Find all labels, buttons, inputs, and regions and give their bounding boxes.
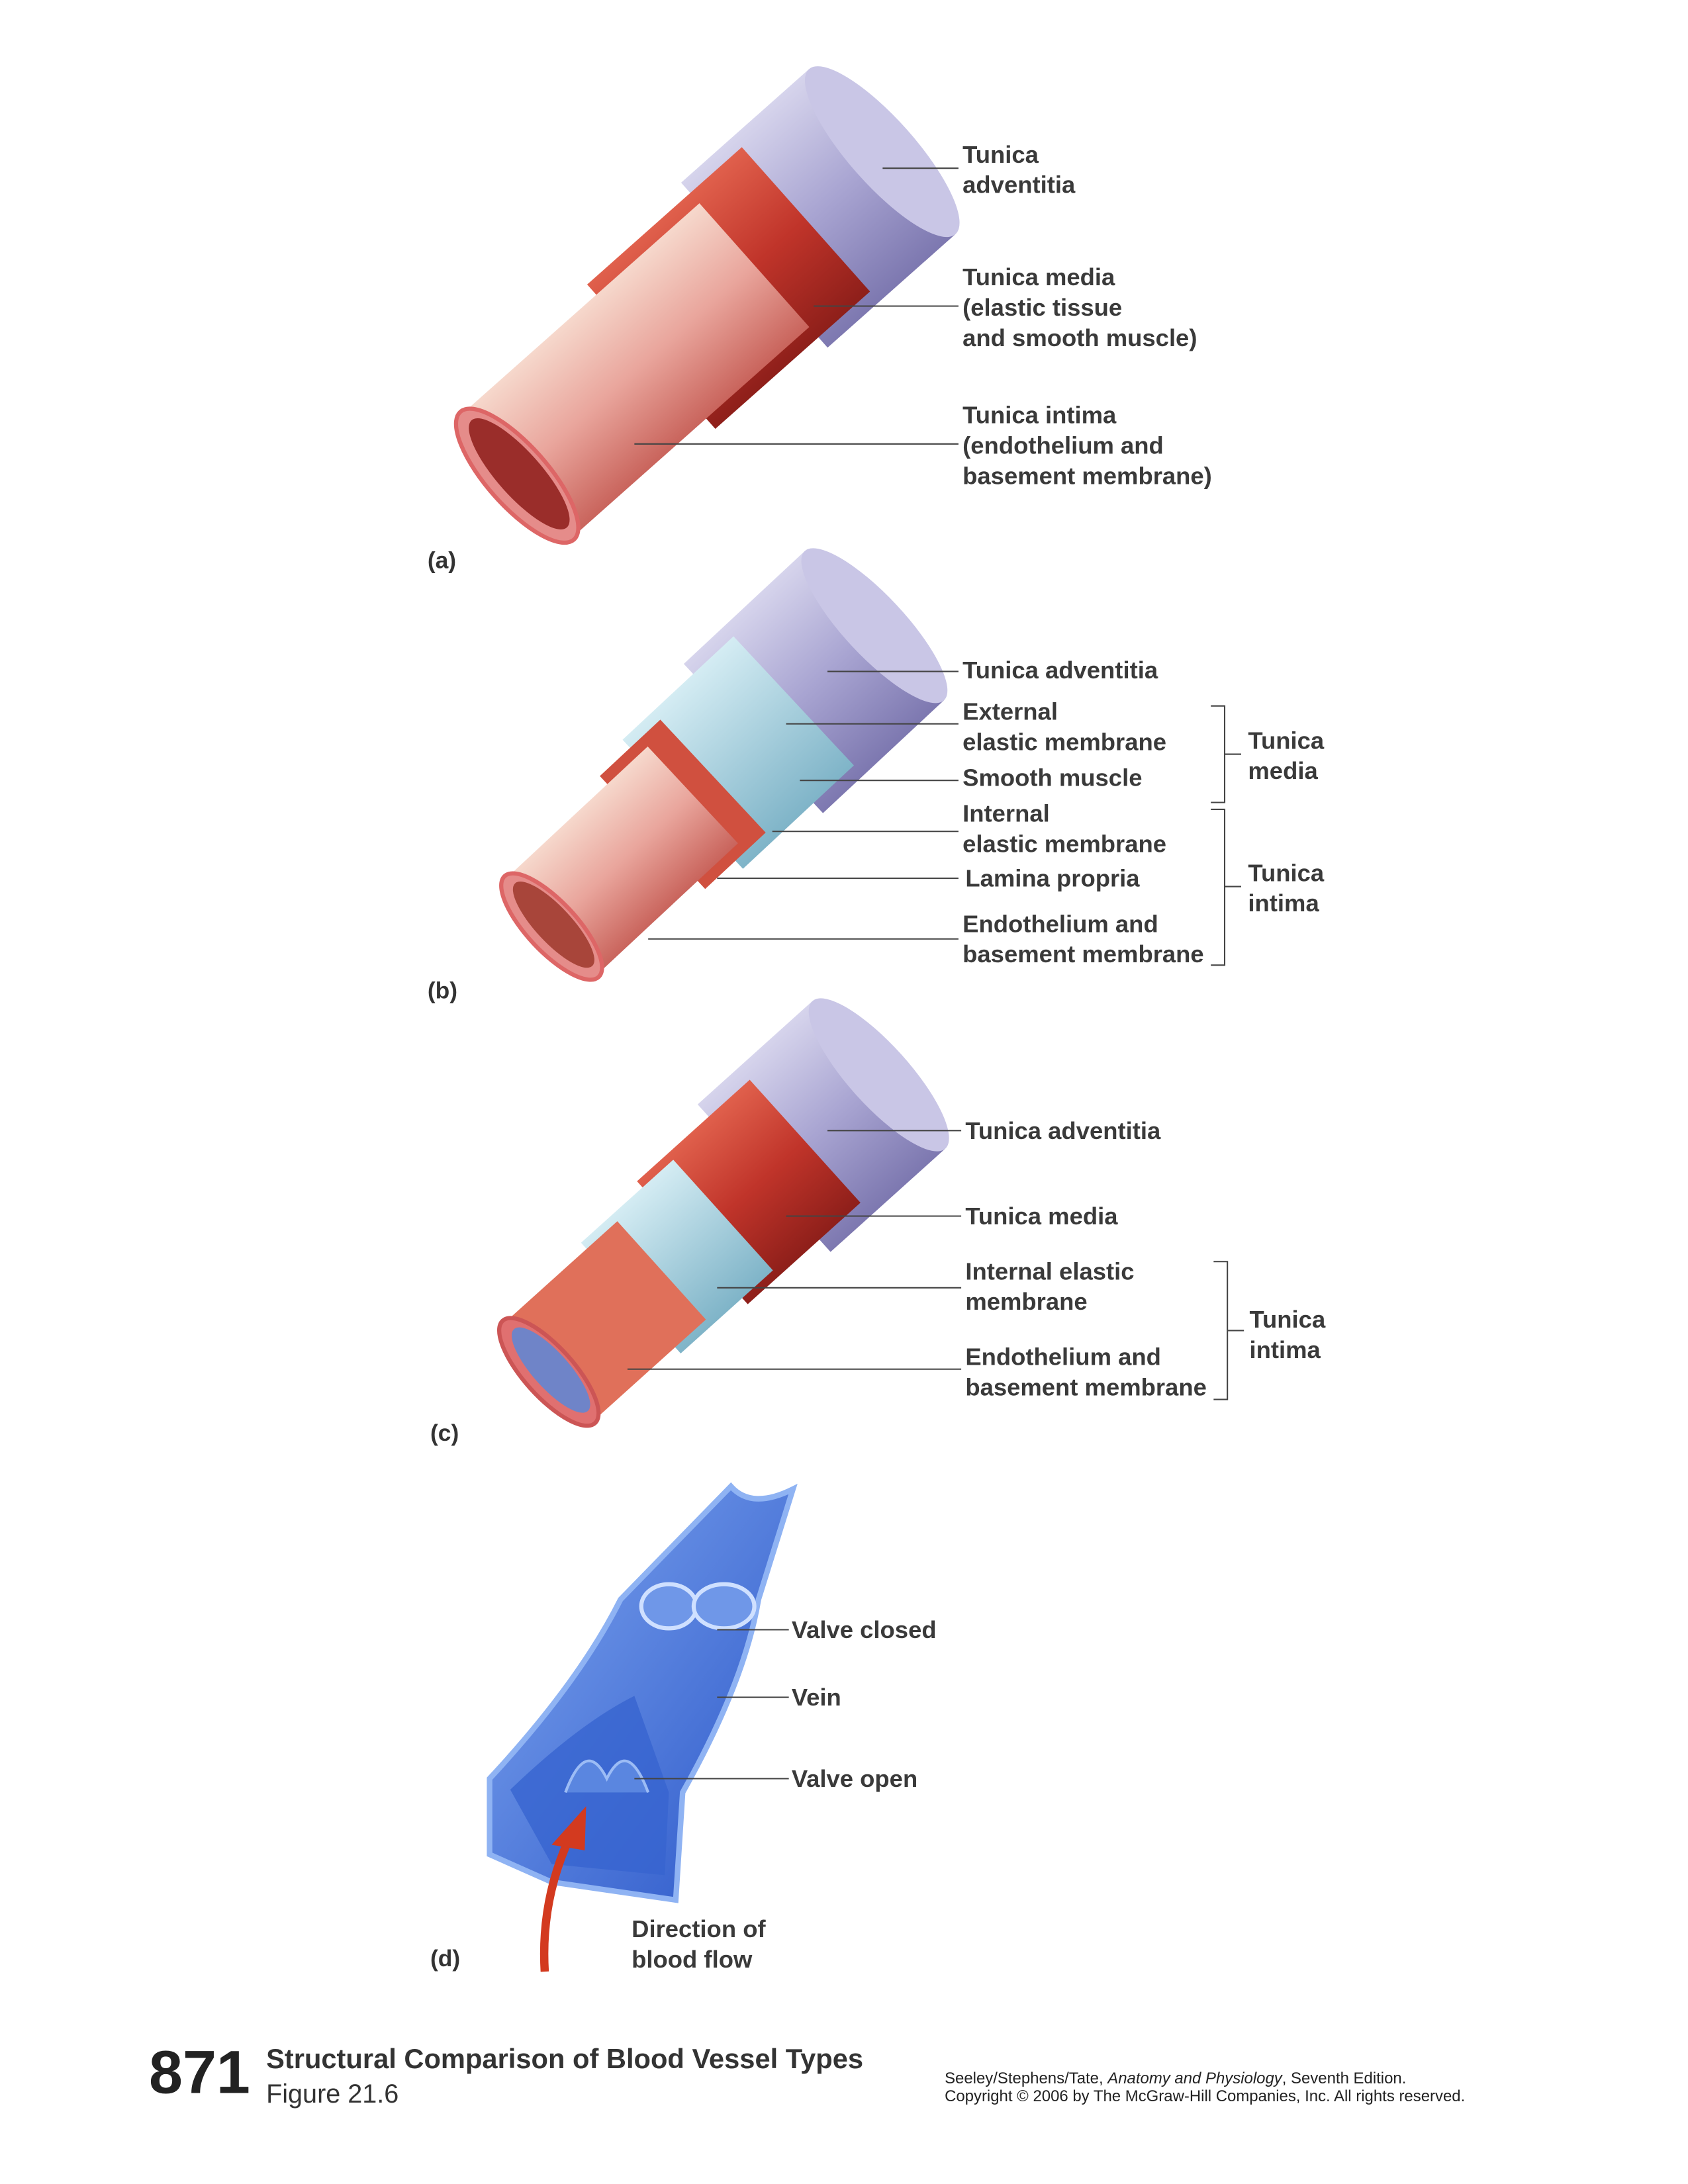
page-number: 871 (149, 2039, 250, 2107)
label-lamina-propria: Lamina propria (965, 865, 1140, 892)
label: basement membrane (965, 1373, 1207, 1400)
group-label-tunica-intima: Tunica (1250, 1306, 1326, 1333)
group-label: intima (1248, 889, 1319, 917)
label: basement membrane (962, 940, 1204, 968)
label-valve-open: Valve open (792, 1765, 917, 1792)
label-tunica-media: Tunica media (962, 263, 1115, 291)
footer: 871 Structural Comparison of Blood Vesse… (149, 2039, 1465, 2109)
artery-illustration (453, 66, 960, 545)
panel-a-labels: Tunica adventitia Tunica media (elastic … (428, 141, 1212, 574)
credit-edition: , Seventh Edition. (1282, 2070, 1407, 2087)
arrow-head-icon (551, 1806, 586, 1850)
label-tunica-intima: Tunica intima (962, 402, 1117, 429)
label: elastic membrane (962, 728, 1166, 755)
group-label: intima (1250, 1336, 1321, 1363)
label-valve-closed: Valve closed (792, 1616, 937, 1643)
label-internal-elastic-membrane: Internal (962, 800, 1050, 827)
label: blood flow (632, 1946, 753, 1973)
panel-b-labels: Tunica adventitia External elastic membr… (428, 657, 1325, 1003)
blood-flow-arrow (539, 1839, 573, 1972)
label-internal-elastic-membrane: Internal elastic (965, 1257, 1134, 1285)
label-direction-of-blood-flow: Direction of (632, 1915, 766, 1942)
vein-wall-illustration (496, 998, 949, 1428)
label-vein: Vein (792, 1684, 841, 1711)
label: basement membrane) (962, 462, 1212, 489)
label: (endothelium and (962, 432, 1164, 459)
medium-artery-illustration (499, 548, 948, 982)
credit-authors: Seeley/Stephens/Tate, (945, 2070, 1107, 2087)
copyright: Copyright © 2006 by The McGraw-Hill Comp… (945, 2087, 1465, 2105)
label-endothelium: Endothelium and (965, 1343, 1161, 1371)
label: and smooth muscle) (962, 324, 1197, 351)
panel-c-labels: Tunica adventitia Tunica media Internal … (430, 1117, 1326, 1446)
label-endothelium: Endothelium and (962, 910, 1158, 937)
label-external-elastic-membrane: External (962, 698, 1058, 725)
label: adventitia (962, 171, 1076, 199)
group-label: media (1248, 757, 1318, 784)
panel-tag-c: (c) (430, 1420, 459, 1446)
panel-d-labels: Valve closed Vein Valve open Direction o… (430, 1616, 937, 1973)
label-tunica-media: Tunica media (965, 1203, 1118, 1230)
figure-number: Figure 21.6 (266, 2079, 399, 2109)
label: elastic membrane (962, 831, 1166, 858)
label: (elastic tissue (962, 294, 1122, 321)
group-label-tunica-media: Tunica (1248, 727, 1324, 754)
vein-valve-illustration (487, 1482, 798, 1972)
credit-book: Anatomy and Physiology (1106, 2070, 1283, 2087)
figure-title: Structural Comparison of Blood Vessel Ty… (266, 2043, 863, 2074)
credit-line: Seeley/Stephens/Tate, Anatomy and Physio… (945, 2070, 1406, 2087)
label-tunica-adventitia: Tunica (962, 141, 1039, 168)
panel-tag-a: (a) (428, 547, 456, 573)
group-label-tunica-intima: Tunica (1248, 859, 1324, 886)
label-smooth-muscle: Smooth muscle (962, 764, 1142, 792)
panel-tag-d: (d) (430, 1945, 460, 1972)
label-tunica-adventitia: Tunica adventitia (965, 1117, 1161, 1144)
panel-tag-b: (b) (428, 977, 457, 1003)
label: membrane (965, 1288, 1087, 1315)
label-tunica-adventitia: Tunica adventitia (962, 657, 1158, 684)
